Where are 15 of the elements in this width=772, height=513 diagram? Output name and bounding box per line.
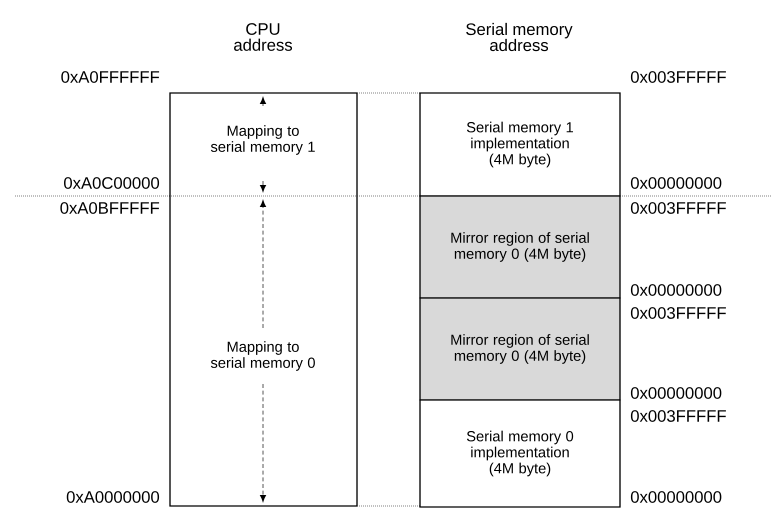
address-label: 0x00000000 [630, 284, 722, 296]
address-label: 0xA0FFFFFF [61, 71, 160, 83]
address-label: 0x00000000 [630, 387, 722, 399]
address-range-box: Mapping to serial memory 1 Mapping to serial memory 0 [169, 92, 358, 507]
memory-region-box: Serial memory 0 implementation (4M byte) [419, 399, 621, 508]
address-label: 0x003FFFFF [630, 71, 726, 83]
address-label: 0x00000000 [630, 177, 722, 189]
memory-region-box: Mirror region of serial memory 0 (4M byte) [419, 297, 621, 401]
column-heading: CPU address [234, 23, 292, 51]
column-heading: Serial memory address [466, 22, 573, 52]
address-label: 0x003FFFFF [630, 307, 726, 319]
memory-region-box: Mirror region of serial memory 0 (4M byte) [419, 195, 621, 299]
address-label: 0x003FFFFF [630, 202, 726, 214]
memory-region-box: Serial memory 1 implementation (4M byte) [419, 92, 621, 197]
address-label: 0x003FFFFF [630, 410, 726, 422]
